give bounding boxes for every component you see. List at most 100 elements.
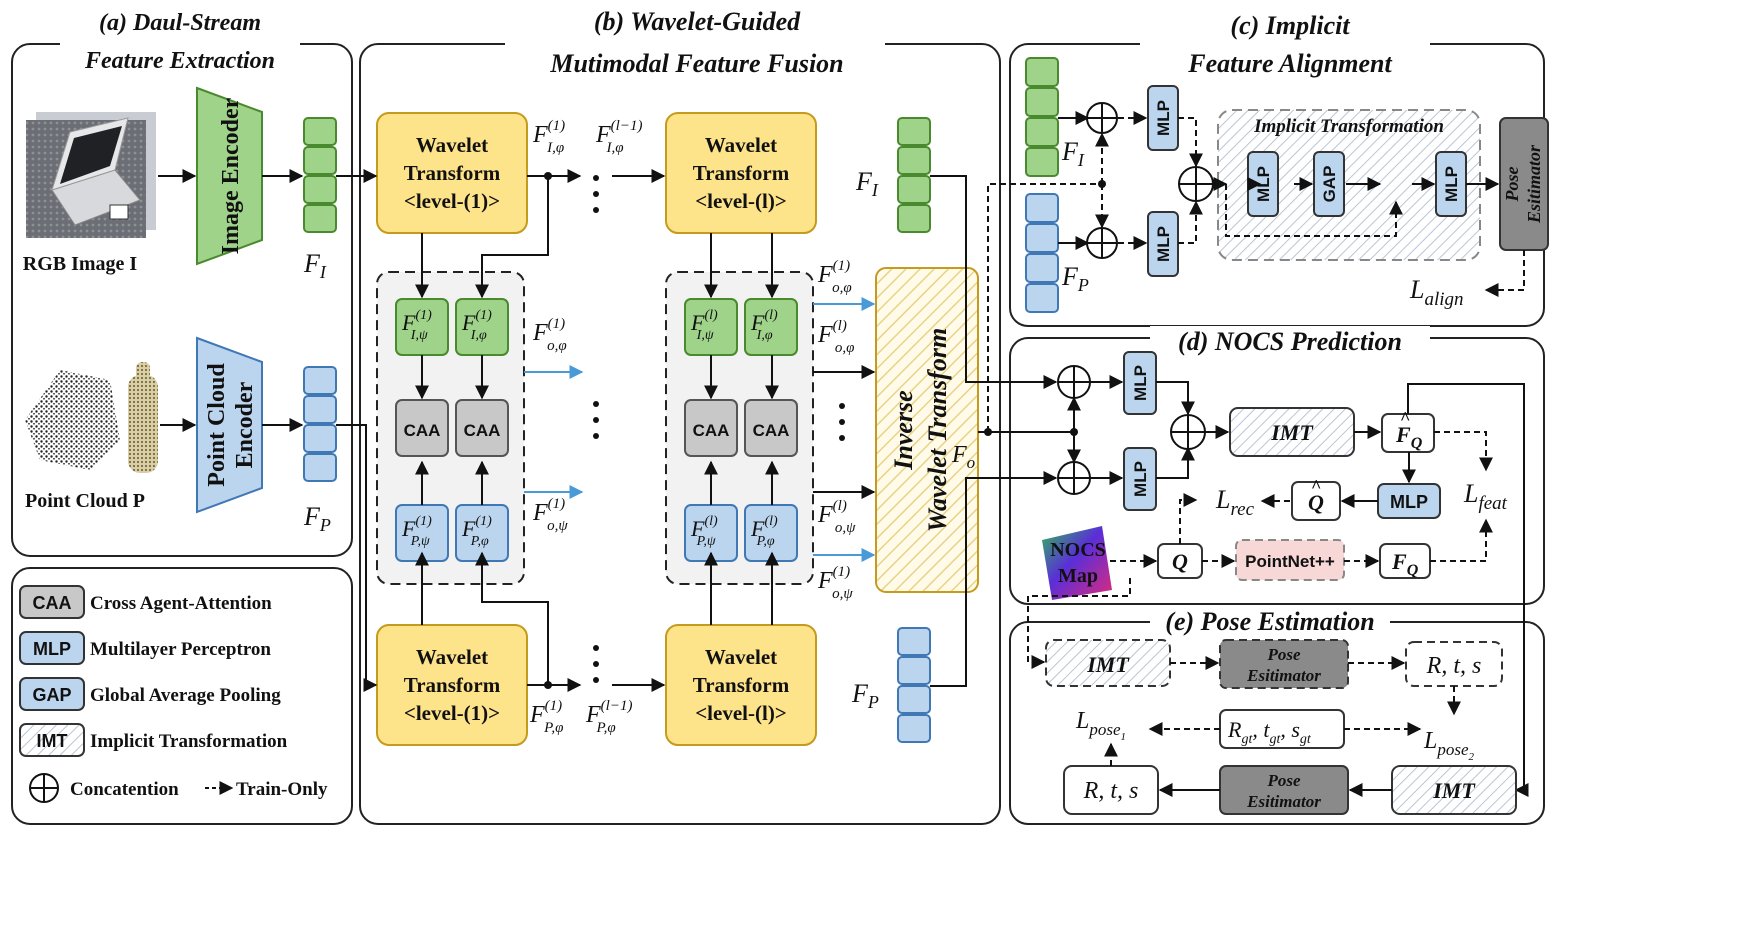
svg-text:CAA: CAA bbox=[33, 593, 72, 613]
point-cloud-encoder: Point Cloud Encoder bbox=[196, 336, 263, 514]
caa-box: CAA bbox=[455, 399, 509, 457]
svg-text:F(l)I,φ: F(l)I,φ bbox=[750, 308, 778, 343]
feature-cell bbox=[1025, 283, 1059, 313]
panel-a-title-1: (a) Daul-Stream bbox=[99, 10, 261, 36]
rgb-label: RGB Image I bbox=[23, 253, 138, 275]
feature-cell bbox=[897, 627, 931, 656]
mlp-c-2: MLP bbox=[1435, 151, 1467, 217]
feature-cell bbox=[897, 656, 931, 685]
svg-text:Transform: Transform bbox=[404, 161, 501, 185]
feature-cell bbox=[1025, 147, 1059, 177]
svg-text:MLP: MLP bbox=[1154, 226, 1173, 262]
feature-box-i-phi: F(1)I,φ bbox=[455, 298, 509, 356]
feature-cell bbox=[897, 117, 931, 146]
feature-cell bbox=[1025, 193, 1059, 223]
fusion-blue-arrows bbox=[524, 297, 876, 562]
feature-cell bbox=[303, 146, 337, 175]
image-encoder: Image Encoder bbox=[196, 86, 263, 266]
feature-cell bbox=[303, 366, 337, 395]
feature-cell bbox=[303, 395, 337, 424]
svg-text:Map: Map bbox=[1058, 565, 1098, 587]
svg-text:NOCS: NOCS bbox=[1050, 539, 1106, 561]
feature-box-i-psi: F(l)I,ψ bbox=[684, 298, 738, 356]
svg-text:Concatention: Concatention bbox=[70, 779, 179, 800]
pose-train-arrows bbox=[1104, 656, 1461, 766]
svg-text:Multilayer Perceptron: Multilayer Perceptron bbox=[90, 639, 271, 660]
panel-c-title-1: (c) Implicit bbox=[1230, 11, 1350, 40]
svg-text:Implicit Transformation: Implicit Transformation bbox=[1253, 116, 1444, 137]
svg-text:F(1)o,ψ: F(1)o,ψ bbox=[532, 496, 568, 534]
caa-box: CAA bbox=[684, 399, 738, 457]
concat-icon bbox=[1170, 414, 1206, 450]
pose-estimator-c: Pose Esitimator bbox=[1499, 117, 1549, 251]
svg-text:IMT: IMT bbox=[1270, 420, 1314, 445]
svg-text:MLP: MLP bbox=[1131, 365, 1150, 401]
f-p-label-a: FP bbox=[303, 502, 331, 535]
legend-frame bbox=[11, 567, 353, 825]
svg-text:<level-(1)>: <level-(1)> bbox=[404, 189, 500, 213]
svg-text:F(l−1)I,φ: F(l−1)I,φ bbox=[595, 118, 642, 156]
feature-cell bbox=[303, 453, 337, 482]
mlp-c-bottom: MLP bbox=[1147, 211, 1179, 277]
panel-c-title-2: Feature Alignment bbox=[1187, 49, 1392, 78]
concat-icon bbox=[1086, 227, 1118, 259]
svg-text:PointNet++: PointNet++ bbox=[1245, 552, 1335, 571]
svg-text:CAA: CAA bbox=[404, 421, 441, 440]
svg-text:Wavelet: Wavelet bbox=[705, 133, 777, 157]
svg-text:<level-(l)>: <level-(l)> bbox=[695, 701, 787, 725]
f-p-label-b: FP bbox=[851, 679, 879, 712]
svg-text:Transform: Transform bbox=[404, 673, 501, 697]
feature-stack-point bbox=[303, 366, 337, 482]
f-q-box: FQ bbox=[1379, 543, 1431, 579]
nocs-map: NOCS Map bbox=[1042, 526, 1112, 600]
panel-a-title-2: Feature Extraction bbox=[84, 48, 275, 74]
imt-e-top: IMT bbox=[1045, 639, 1171, 687]
q-box: Q bbox=[1157, 543, 1203, 579]
svg-text:Pose: Pose bbox=[1502, 167, 1522, 203]
svg-text:MLP: MLP bbox=[1154, 100, 1173, 136]
feature-cell bbox=[1025, 117, 1059, 147]
f-i-label-b: FI bbox=[855, 167, 879, 200]
caa-box: CAA bbox=[395, 399, 449, 457]
svg-text:F(1)o,φ: F(1)o,φ bbox=[532, 316, 567, 354]
rts-top: R, t, s bbox=[1405, 641, 1503, 687]
nocs-train-arrows bbox=[1027, 431, 1493, 669]
f-o-label: Fo bbox=[951, 442, 975, 472]
svg-text:F(l−1)P,φ: F(l−1)P,φ bbox=[585, 698, 632, 736]
svg-text:F(1)P,φ: F(1)P,φ bbox=[461, 514, 492, 549]
concat-icon bbox=[1057, 365, 1091, 399]
f-p-label-c: FP bbox=[1061, 262, 1089, 295]
concat-icon bbox=[1086, 102, 1118, 134]
svg-text:<level-(l)>: <level-(l)> bbox=[695, 189, 787, 213]
svg-text:Transform: Transform bbox=[693, 161, 790, 185]
pose-estimator-e-bottom: Pose Esitimator bbox=[1219, 765, 1349, 815]
concat-icon bbox=[1178, 166, 1214, 202]
svg-text:GAP: GAP bbox=[1320, 166, 1339, 203]
panel-b-title-1: (b) Wavelet-Guided bbox=[594, 7, 801, 36]
svg-text:F(1)P,φ: F(1)P,φ bbox=[529, 698, 563, 736]
svg-text:CAA: CAA bbox=[693, 421, 730, 440]
f-i-label-c: FI bbox=[1061, 137, 1085, 170]
feature-cell bbox=[1025, 87, 1059, 117]
svg-text:IMT: IMT bbox=[1086, 652, 1130, 677]
point-cloud-image bbox=[25, 362, 158, 473]
gt-box: Rgt, tgt, sgt bbox=[1219, 709, 1345, 749]
legend-concat: Concatention Train-Only bbox=[29, 773, 328, 803]
svg-text:Wavelet: Wavelet bbox=[416, 133, 488, 157]
feature-box-p-psi: F(l)P,ψ bbox=[684, 504, 738, 562]
panel-b-title-2: Mutimodal Feature Fusion bbox=[549, 49, 843, 78]
q-hat-box: Q ^ bbox=[1291, 476, 1341, 521]
svg-text:<level-(1)>: <level-(1)> bbox=[404, 701, 500, 725]
mlp-d-bottom: MLP bbox=[1123, 447, 1157, 511]
svg-text:F(l)o,φ: F(l)o,φ bbox=[817, 318, 854, 356]
feature-cell bbox=[897, 685, 931, 714]
gap-c: GAP bbox=[1313, 151, 1345, 217]
svg-text:F(1)o,φ: F(1)o,φ bbox=[817, 258, 852, 296]
svg-text:Q: Q bbox=[1308, 490, 1324, 515]
point-cloud-label: Point Cloud P bbox=[25, 490, 145, 512]
